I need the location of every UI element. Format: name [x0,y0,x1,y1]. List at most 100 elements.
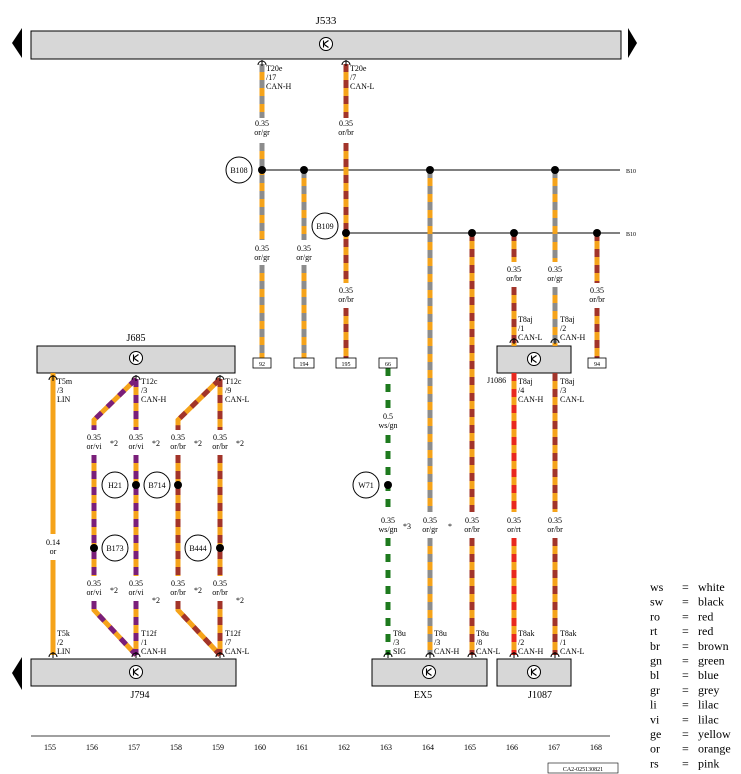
column-number: 158 [170,743,182,752]
legend-entry: or [650,742,660,756]
ref-195[interactable]: 195 [335,357,357,369]
connector-pin-icon [215,652,225,658]
connector-pin-icon [48,375,58,381]
module-j1087[interactable]: J1087 [496,658,572,701]
connector-pin-icon [131,375,141,381]
svg-text:*3: *3 [403,522,411,531]
legend-entry: white [698,580,725,594]
legend-entry: green [698,654,725,668]
legend-entry: gr [650,683,660,697]
connector-pin-icon [48,652,58,658]
svg-text:*2: *2 [152,596,160,605]
legend-entry: grey [698,683,719,697]
legend-entry: rt [650,624,658,638]
legend-entry: orange [698,742,731,756]
arrow-left-bottom-icon [12,657,22,690]
column-number: 163 [380,743,392,752]
node-w71[interactable]: W71 [352,471,380,499]
column-number: 167 [548,743,560,752]
svg-text:66: 66 [385,362,391,368]
ref-92[interactable]: 92 [252,357,272,369]
bus-b108-label: B10 [626,169,636,175]
svg-text:CA2-025130821: CA2-025130821 [563,767,603,773]
module-j685[interactable]: J685 [36,333,236,374]
legend-entry: = [682,609,689,623]
connector-pin-icon [509,652,519,658]
connector-pin-icon [257,60,267,66]
connector-pin-icon [550,338,560,344]
column-number: 164 [422,743,434,752]
module-j794[interactable]: J794 [30,658,237,701]
legend-entry: = [682,639,689,653]
legend-entry: lilac [698,698,719,712]
legend-entry: sw [650,595,664,609]
node-b444[interactable]: B444 [184,534,212,562]
legend-entry: ws [650,580,664,594]
svg-text:*2: *2 [194,439,202,448]
module-j533-label: J533 [316,15,337,27]
svg-text:B444: B444 [189,544,206,553]
legend-entry: = [682,698,689,712]
module-j794-icon [128,664,144,680]
module-j1087-icon [526,664,542,680]
wire-158-top[interactable] [175,377,222,430]
legend-entry: pink [698,756,719,770]
ref-94[interactable]: 94 [587,357,607,369]
ref-194[interactable]: 194 [293,357,315,369]
module-ex5[interactable]: EX5 [371,658,488,701]
module-j533[interactable]: J533 [30,15,622,60]
svg-text:W71: W71 [358,481,374,490]
module-j685-label: J685 [127,333,146,344]
legend-entry: lilac [698,712,719,726]
ref-66[interactable]: 66 [378,357,398,369]
column-number: 168 [590,743,602,752]
node-h21[interactable]: H21 [101,471,129,499]
svg-text:*2: *2 [236,596,244,605]
legend-entry: red [698,609,713,623]
legend-entry: br [650,639,660,653]
module-ex5-label: EX5 [414,690,432,701]
node-b109[interactable]: B109 [311,212,339,240]
node-b714[interactable]: B714 [143,471,171,499]
arrow-left-icon [12,28,22,58]
wire-156-bot[interactable] [91,601,138,657]
legend-entry: = [682,624,689,638]
legend-entry: blue [698,668,719,682]
column-number: 162 [338,743,350,752]
connector-pin-icon [131,652,141,658]
legend-entry: ge [650,727,661,741]
color-legend: ws=whitesw=blackro=redrt=redbr=browngn=g… [650,580,731,770]
column-number: 155 [44,743,56,752]
legend-entry: yellow [698,727,731,741]
node-b108[interactable]: B108 [225,156,253,184]
connector-pin-icon [467,652,477,658]
wire-156-top[interactable] [91,377,138,430]
module-j1086[interactable]: J1086 [487,345,572,385]
wire-158-bot[interactable] [175,601,222,657]
node-b173[interactable]: B173 [101,534,129,562]
footnote-markers: *2 *2 *2 *2 *2 *2 *2 *2 *3 * [110,439,452,605]
column-number: 165 [464,743,476,752]
